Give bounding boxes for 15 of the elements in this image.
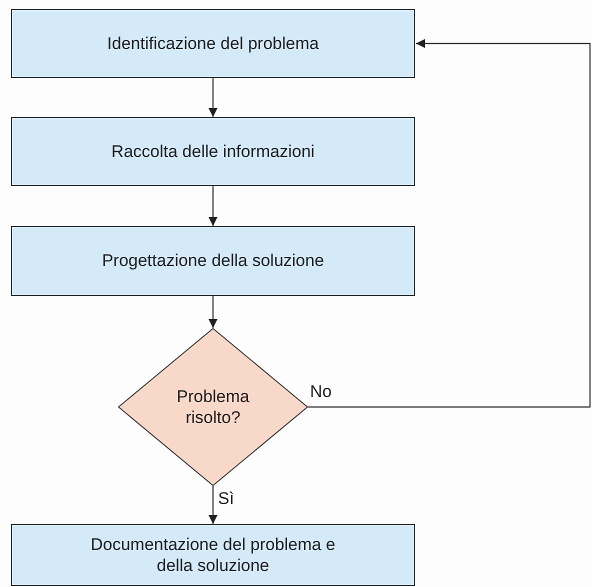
node-text: Documentazione del problema e della soluzione — [90, 534, 336, 576]
process-box — [11, 226, 415, 296]
arrow — [208, 78, 218, 117]
arrow — [208, 296, 218, 328]
node-text: Identificazione del problema — [107, 32, 319, 54]
node-text: Problema risolto? — [176, 386, 250, 428]
arrow — [308, 39, 591, 408]
decision-diamond — [118, 328, 308, 486]
process-box — [11, 9, 415, 78]
arrow — [208, 486, 218, 524]
arrow — [208, 186, 218, 226]
node-text: Progettazione della soluzione — [102, 250, 324, 272]
node-text: Raccolta delle informazioni — [111, 140, 315, 162]
process-box — [11, 524, 415, 586]
process-box — [11, 117, 415, 186]
